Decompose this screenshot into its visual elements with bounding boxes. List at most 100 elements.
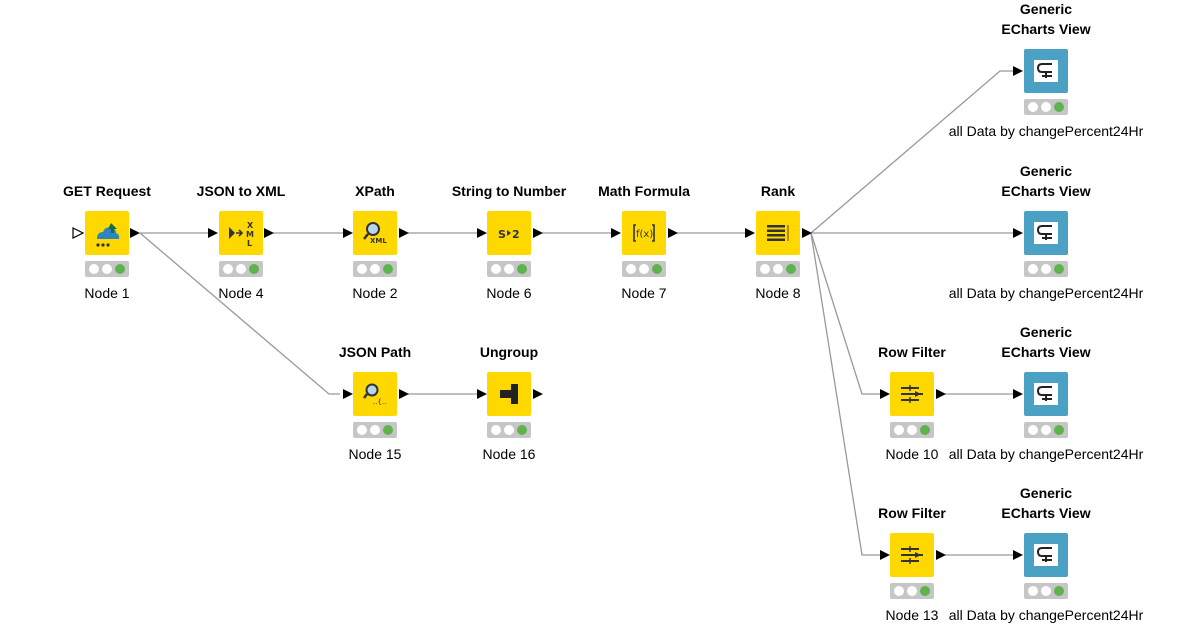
outport-n1[interactable] — [130, 228, 140, 238]
svg-text:XML: XML — [370, 237, 387, 245]
node-ungroup[interactable]: Ungroup Node 16 — [480, 344, 538, 462]
node-math-formula[interactable]: Math Formula f(x) Node 7 — [598, 183, 690, 301]
node-status-traffic-light — [1024, 99, 1068, 115]
connection-n8-v1[interactable] — [810, 70, 1013, 234]
inport-rf1[interactable] — [880, 389, 890, 399]
node-echarts-view-3[interactable]: Generic ECharts View all Data by changeP… — [949, 324, 1144, 462]
svg-text:..{..: ..{.. — [373, 398, 386, 406]
echarts-view-icon — [1034, 544, 1058, 566]
inport-n2[interactable] — [343, 228, 353, 238]
inport-v3[interactable] — [1013, 389, 1023, 399]
node-label[interactable]: Node 16 — [482, 446, 536, 462]
node-status-traffic-light — [890, 422, 934, 438]
node-label[interactable]: Node 13 — [885, 607, 939, 623]
outport-rf1[interactable] — [936, 389, 946, 399]
node-label[interactable]: all Data by changePercent24Hr — [948, 285, 1144, 301]
connection-n1-n15[interactable] — [139, 232, 340, 395]
node-label[interactable]: Node 6 — [486, 285, 532, 301]
node-status-traffic-light — [622, 261, 666, 277]
node-label[interactable]: all Data by changePercent24Hr — [948, 607, 1144, 623]
node-title: JSON to XML — [196, 183, 286, 199]
node-title: Generic ECharts View — [1001, 1, 1091, 37]
inport-n16[interactable] — [477, 389, 487, 399]
connection-n8-rf1[interactable] — [810, 232, 880, 395]
node-label[interactable]: Node 4 — [218, 285, 264, 301]
node-title: String to Number — [451, 183, 567, 199]
node-json-to-xml[interactable]: JSON to XML X M L Node 4 — [197, 183, 286, 301]
inport-v1[interactable] — [1013, 66, 1023, 76]
node-echarts-view-2[interactable]: Generic ECharts View all Data by changeP… — [949, 163, 1144, 301]
node-echarts-view-1[interactable]: Generic ECharts View all Data by changeP… — [949, 1, 1144, 139]
node-label[interactable]: Node 7 — [621, 285, 667, 301]
echarts-view-icon — [1034, 222, 1058, 244]
inport-n4[interactable] — [208, 228, 218, 238]
string-to-number-icon: S 2 — [498, 228, 520, 241]
outport-n8[interactable] — [802, 228, 812, 238]
node-status-traffic-light — [1024, 422, 1068, 438]
ungroup-icon — [500, 384, 518, 404]
outport-n16[interactable] — [533, 389, 543, 399]
node-status-traffic-light — [1024, 583, 1068, 599]
inport-v2[interactable] — [1013, 228, 1023, 238]
node-label[interactable]: Node 2 — [352, 285, 398, 301]
node-label[interactable]: all Data by changePercent24Hr — [948, 446, 1144, 462]
svg-text:2: 2 — [512, 228, 520, 241]
node-row-filter-2[interactable]: Row Filter Node 13 — [878, 505, 946, 623]
node-title: Row Filter — [878, 344, 946, 360]
node-status-traffic-light — [1024, 261, 1068, 277]
node-status-traffic-light — [85, 261, 129, 277]
node-xpath[interactable]: XPath XML Node 2 — [352, 183, 397, 301]
node-label[interactable]: Node 8 — [755, 285, 801, 301]
node-status-traffic-light — [756, 261, 800, 277]
inport-rf2[interactable] — [880, 550, 890, 560]
outport-n6[interactable] — [533, 228, 543, 238]
connection-n8-rf2[interactable] — [810, 232, 880, 556]
row-filter-icon — [901, 385, 923, 403]
node-status-traffic-light — [487, 422, 531, 438]
node-status-traffic-light — [219, 261, 263, 277]
node-box[interactable] — [622, 211, 666, 255]
inport-v4[interactable] — [1013, 550, 1023, 560]
svg-text:S: S — [498, 228, 506, 241]
node-label[interactable]: Node 15 — [348, 446, 402, 462]
outport-n4[interactable] — [264, 228, 274, 238]
echarts-view-icon — [1034, 383, 1058, 405]
node-label[interactable]: all Data by changePercent24Hr — [948, 123, 1144, 139]
node-title: Generic ECharts View — [1001, 324, 1091, 360]
outport-n7[interactable] — [668, 228, 678, 238]
rank-icon — [767, 225, 789, 241]
node-title: Row Filter — [878, 505, 946, 521]
node-string-to-number[interactable]: String to Number S 2 Node 6 — [452, 183, 566, 301]
node-label[interactable]: Node 1 — [84, 285, 130, 301]
svg-text:X: X — [247, 221, 254, 230]
node-title: Generic ECharts View — [1001, 485, 1091, 521]
node-row-filter-1[interactable]: Row Filter Node 10 — [878, 344, 946, 462]
node-title: XPath — [355, 183, 395, 199]
inport-n6[interactable] — [477, 228, 487, 238]
node-box[interactable] — [756, 211, 800, 255]
node-status-traffic-light — [890, 583, 934, 599]
node-title: Generic ECharts View — [1001, 163, 1091, 199]
inport-n15[interactable] — [343, 389, 353, 399]
node-echarts-view-4[interactable]: Generic ECharts View all Data by changeP… — [949, 485, 1144, 623]
node-title: Rank — [760, 183, 796, 199]
svg-text:M: M — [246, 230, 254, 239]
node-status-traffic-light — [353, 422, 397, 438]
node-title: Math Formula — [598, 183, 690, 199]
inport-n1[interactable] — [72, 227, 85, 239]
inport-n8[interactable] — [745, 228, 755, 238]
node-get-request[interactable]: GET Request Node 1 — [63, 183, 151, 301]
svg-text:L: L — [247, 239, 252, 248]
echarts-view-icon — [1034, 60, 1058, 82]
node-json-path[interactable]: JSON Path ..{.. Node 15 — [339, 344, 411, 462]
node-label[interactable]: Node 10 — [885, 446, 939, 462]
outport-n2[interactable] — [399, 228, 409, 238]
node-rank[interactable]: Rank Node 8 — [755, 183, 800, 301]
outport-n15[interactable] — [399, 389, 409, 399]
node-title: JSON Path — [338, 344, 412, 360]
node-title: Ungroup — [479, 344, 539, 360]
inport-n7[interactable] — [611, 228, 621, 238]
get-request-icon — [96, 223, 120, 247]
outport-rf2[interactable] — [936, 550, 946, 560]
